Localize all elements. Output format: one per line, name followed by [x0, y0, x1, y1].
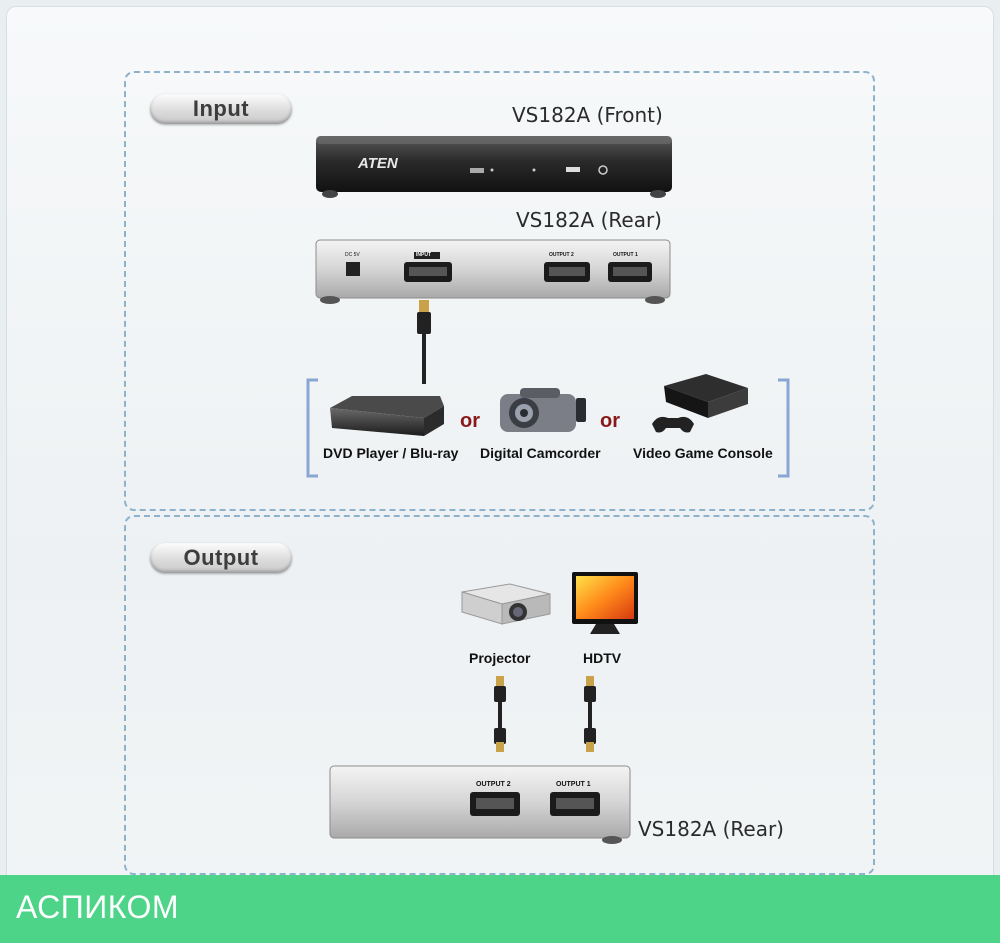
display-label-hdtv: HDTV [583, 650, 622, 666]
switch-rear-unit-input [315, 239, 671, 304]
front-unit-label: VS182A (Front) [512, 103, 663, 127]
display-label-projector: Projector [469, 650, 531, 666]
port-label-output2-bottom: OUTPUT 2 [476, 781, 511, 788]
rear-unit-label-output: VS182A (Rear) [638, 817, 784, 841]
output-hdmi-cable-projector [494, 676, 506, 752]
camcorder-icon [500, 388, 586, 432]
input-hdmi-cable [417, 300, 431, 384]
port-label-output1-bottom: OUTPUT 1 [556, 781, 591, 788]
port-label-power: DC 5V [345, 252, 360, 258]
source-label-camcorder: Digital Camcorder [480, 445, 601, 461]
input-panel [124, 71, 875, 511]
input-badge: Input [150, 94, 292, 124]
footer-brand-text: АСПИКОМ [16, 889, 180, 925]
or-separator-2: or [600, 410, 620, 432]
rear-unit-label-input: VS182A (Rear) [516, 208, 662, 232]
output-panel [124, 515, 875, 875]
hdtv-icon [572, 572, 638, 634]
switch-front-unit [316, 136, 672, 198]
dvd-player-icon [330, 396, 444, 436]
port-label-output1-top: OUTPUT 1 [613, 252, 638, 258]
switch-rear-unit-output [329, 765, 631, 844]
port-label-output2-top: OUTPUT 2 [549, 252, 574, 258]
game-console-icon [652, 374, 748, 433]
brand-logo: ATEN [358, 155, 398, 172]
or-separator-1: or [460, 410, 480, 432]
source-label-dvd: DVD Player / Blu-ray [323, 445, 459, 461]
sources-bracket [306, 378, 790, 478]
source-label-console: Video Game Console [633, 445, 773, 461]
output-hdmi-cable-hdtv [584, 676, 596, 752]
output-badge: Output [150, 543, 292, 573]
projector-icon [461, 583, 551, 625]
footer-bar: АСПИКОМ [0, 875, 1000, 943]
port-label-input: INPUT [416, 252, 431, 258]
